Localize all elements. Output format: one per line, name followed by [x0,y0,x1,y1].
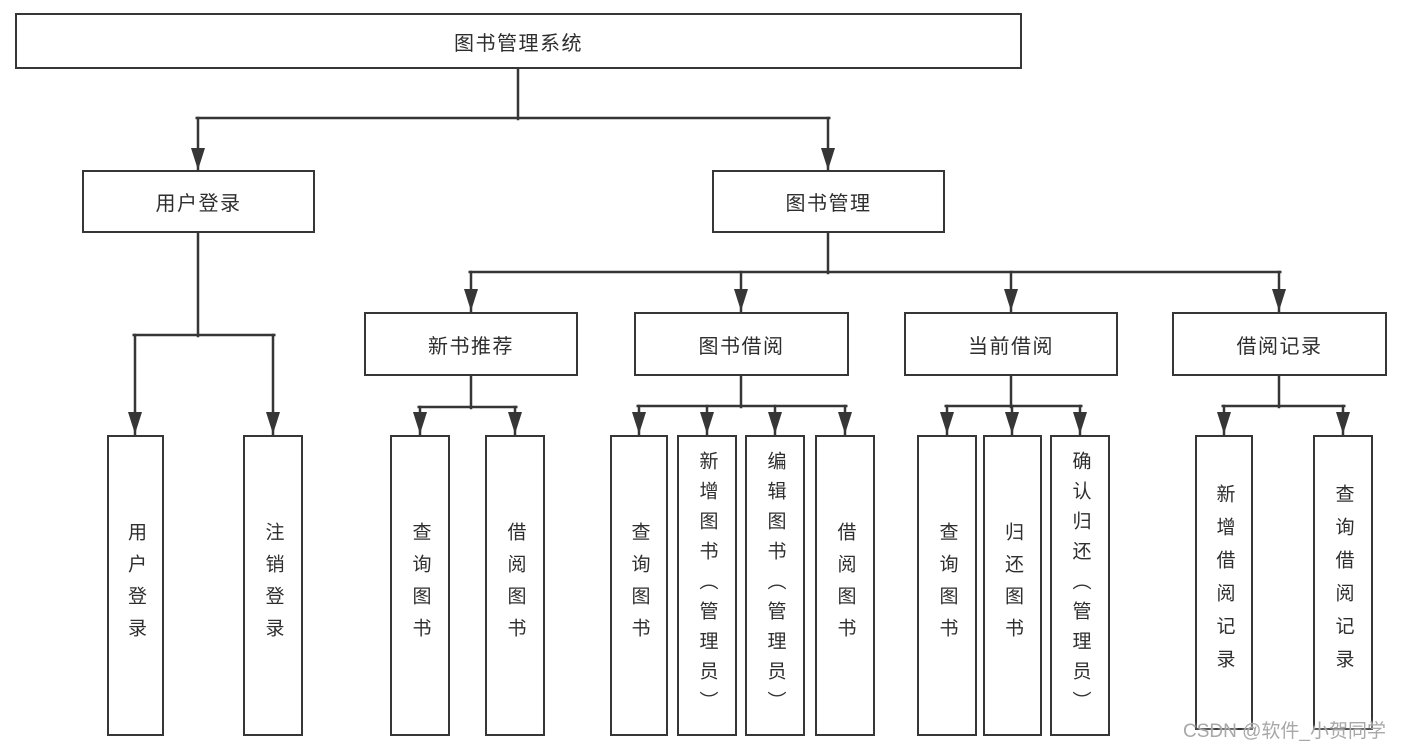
leaf-label: 新增借阅记录 [1213,483,1235,682]
leaf-label: 查询图书 [936,521,958,650]
node-label: 图书借阅 [698,335,785,358]
node-book-management: 图书管理 [712,170,945,233]
leaf-label: 查询图书 [409,521,431,650]
leaf-query-books: 查询图书 [390,435,450,736]
node-label: 当前借阅 [968,335,1054,358]
node-current-borrowing: 当前借阅 [904,312,1118,376]
leaf-label: 借阅图书 [834,521,856,650]
leaf-return-books: 归还图书 [983,435,1042,736]
node-new-book-recommendation: 新书推荐 [364,312,578,376]
leaf-edit-book-admin: 编辑图书（管理员） [745,435,805,736]
leaf-label: 编辑图书（管理员） [764,450,786,721]
leaf-label: 用户登录 [125,521,146,650]
leaf-borrow-books: 借阅图书 [485,435,545,736]
node-label: 借阅记录 [1236,335,1323,358]
node-book-borrowing: 图书借阅 [634,312,849,376]
node-label: 图书管理 [785,193,872,215]
leaf-confirm-return-admin: 确认归还（管理员） [1050,435,1110,736]
leaf-query-books-3: 查询图书 [917,435,977,736]
csdn-watermark: CSDN @软件_小贺同学 [1183,721,1386,742]
leaf-label: 确认归还（管理员） [1069,450,1091,721]
leaf-query-borrow-record: 查询借阅记录 [1313,435,1373,730]
node-user-login: 用户登录 [82,170,315,233]
node-root: 图书管理系统 [15,13,1022,69]
leaf-logout: 注销登录 [243,435,303,736]
leaf-label: 归还图书 [1002,521,1023,650]
leaf-label: 查询图书 [628,521,650,650]
leaf-label: 查询借阅记录 [1332,483,1354,682]
node-borrowing-records: 借阅记录 [1172,312,1387,376]
node-label: 新书推荐 [428,335,514,358]
leaf-query-books-2: 查询图书 [610,435,668,736]
leaf-user-login: 用户登录 [107,435,164,736]
leaf-add-book-admin: 新增图书（管理员） [677,435,737,736]
leaf-borrow-books-2: 借阅图书 [815,435,875,736]
node-label: 用户登录 [155,193,242,215]
leaf-label: 注销登录 [262,521,284,650]
leaf-label: 借阅图书 [504,521,526,650]
leaf-add-borrow-record: 新增借阅记录 [1195,435,1253,730]
leaf-label: 新增图书（管理员） [696,450,718,721]
node-root-label: 图书管理系统 [454,32,583,55]
